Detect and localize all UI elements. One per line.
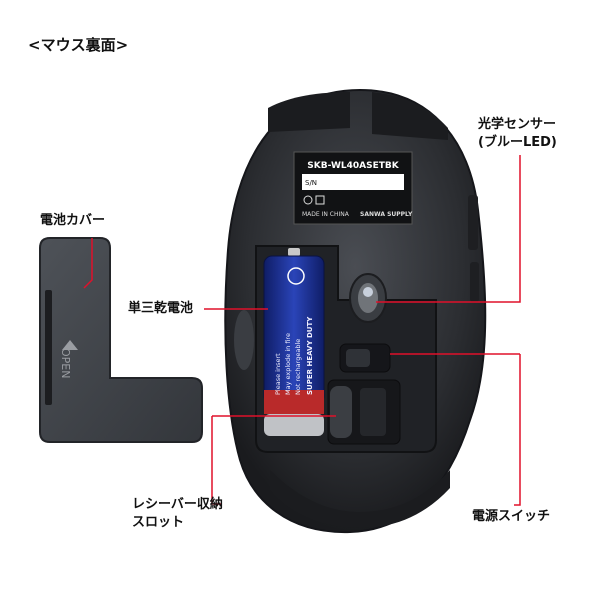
battery-base: [264, 414, 324, 436]
label-power-switch: 電源スイッチ: [472, 509, 551, 524]
leader-cover: [83, 238, 93, 289]
cover-latch-slot: [45, 290, 52, 405]
battery-line2: May explode in fire: [284, 333, 292, 395]
optical-sensor: [349, 273, 387, 323]
product-sticker: SKB-WL40ASETBK S/N MADE IN CHINA SANWA S…: [293, 151, 413, 225]
label-optical-sensor-line1: 光学センサー: [478, 117, 557, 132]
cover-open-text: OPEN: [59, 348, 72, 378]
side-button: [468, 195, 478, 250]
mouse-foot: [372, 92, 448, 140]
receiver-dongle: [330, 386, 352, 438]
battery-brand-text: SUPER HEAVY DUTY: [306, 316, 314, 395]
label-battery-cover: 電池カバー: [40, 213, 106, 228]
mouse-foot: [270, 470, 450, 528]
certification-mark-icon: [303, 195, 313, 205]
certification-mark-icon: [315, 195, 325, 205]
arrow-icon: [62, 340, 78, 350]
sticker-origin: MADE IN CHINA: [302, 211, 350, 218]
leader-receiver: [211, 416, 222, 505]
sticker-serial-label: S/N: [305, 179, 317, 187]
mouse-foot: [268, 92, 350, 132]
leader-lines: [83, 155, 521, 506]
battery-band: [264, 390, 324, 414]
leader-sensor: [376, 155, 521, 303]
aa-battery: SUPER HEAVY DUTY Not rechargeable May ex…: [263, 248, 325, 436]
scroll-wheel: [234, 310, 254, 370]
label-receiver-slot: レシーバー収納 スロット: [132, 496, 223, 532]
label-optical-sensor: 光学センサー (ブルーLED): [478, 116, 557, 152]
sticker-brand: SANWA SUPPLY: [360, 211, 413, 218]
sensor-lens: [363, 287, 373, 297]
leader-switch: [514, 354, 521, 506]
receiver-storage-slot: [327, 379, 401, 445]
label-battery: 単三乾電池: [128, 301, 194, 316]
battery-cover: OPEN: [39, 237, 203, 443]
label-optical-sensor-line2: (ブルーLED): [478, 135, 557, 150]
battery-line3: Please insert: [274, 353, 282, 395]
label-receiver-slot-line1: レシーバー収納: [132, 497, 223, 512]
side-button: [470, 262, 479, 302]
switch-knob: [346, 349, 370, 367]
battery-line1: Not rechargeable: [294, 339, 302, 395]
label-receiver-slot-line2: スロット: [132, 515, 185, 530]
battery-terminal: [288, 248, 300, 256]
slot-cavity: [360, 388, 386, 436]
recycle-icon: [287, 267, 305, 285]
sticker-model: SKB-WL40ASETBK: [307, 161, 399, 171]
serial-field: [302, 174, 404, 190]
power-switch: [339, 343, 391, 373]
page-heading: <マウス裏面>: [28, 36, 129, 54]
